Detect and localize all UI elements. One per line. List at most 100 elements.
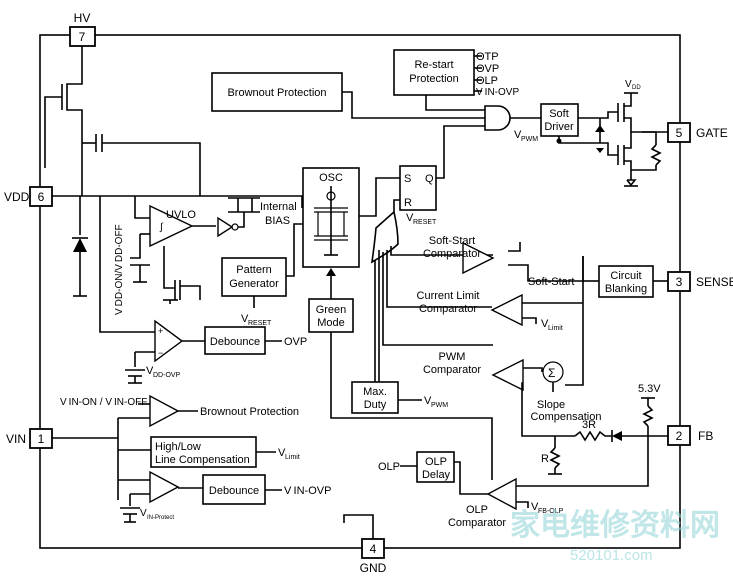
svg-text:PWM: PWM — [521, 136, 538, 143]
softstart-comparator: Soft-Start Comparator Soft-Start — [423, 235, 583, 288]
svg-text:DD-OVP: DD-OVP — [153, 372, 181, 379]
svg-text:RESET: RESET — [413, 219, 437, 226]
pin-gate-label: GATE — [696, 126, 728, 140]
svg-text:V IN-OVP: V IN-OVP — [476, 87, 519, 98]
svg-text:PWM: PWM — [439, 351, 466, 363]
svg-text:Comparator: Comparator — [423, 248, 481, 260]
svg-text:Protection: Protection — [409, 73, 459, 85]
high-low-line-compensation-block: High/Low Line Compensation V Limit — [150, 436, 300, 468]
svg-text:Q: Q — [425, 173, 434, 185]
pattern-generator-block: Pattern Generator V RESET — [221, 223, 303, 327]
svg-text:7: 7 — [79, 30, 86, 44]
svg-text:Circuit: Circuit — [610, 270, 641, 282]
pin-gnd-label: GND — [360, 561, 387, 575]
svg-text:5: 5 — [676, 126, 683, 140]
pin-sense: 3 SENSE — [667, 271, 733, 292]
svg-text:OTP: OTP — [476, 51, 499, 63]
svg-text:Debounce: Debounce — [210, 336, 260, 348]
svg-text:R: R — [404, 197, 412, 209]
svg-text:Blanking: Blanking — [605, 283, 647, 295]
svg-text:V: V — [541, 318, 549, 330]
svg-text:OLP: OLP — [425, 456, 447, 468]
svg-text:Comparator: Comparator — [448, 517, 506, 529]
vin-ovp-comparator: V IN-Protect — [120, 470, 203, 523]
green-mode-block: Green Mode — [308, 268, 493, 480]
olp-delay-block: OLP Delay OLP — [378, 451, 455, 483]
svg-text:FB-OLP: FB-OLP — [538, 508, 564, 515]
svg-text:Compensation: Compensation — [531, 411, 602, 423]
svg-text:Green: Green — [316, 304, 347, 316]
svg-text:Mode: Mode — [317, 317, 345, 329]
slope-compensation-label: Slope Compensation — [531, 399, 602, 423]
hv-startup — [44, 46, 290, 333]
pin-fb: 2 FB — [667, 425, 713, 446]
svg-text:Duty: Duty — [364, 399, 387, 411]
svg-text:OSC: OSC — [319, 172, 343, 184]
svg-text:V: V — [514, 129, 522, 141]
svg-text:Brownout Protection: Brownout Protection — [227, 87, 326, 99]
svg-text:Limit: Limit — [285, 454, 300, 461]
sr-flipflop: S Q R V RESET — [399, 125, 485, 226]
svg-text:Soft: Soft — [549, 108, 569, 120]
svg-text:High/Low: High/Low — [155, 441, 201, 453]
vdd-ovp-comparator: + − V DD-OVP — [125, 319, 205, 384]
debounce-vin-block: Debounce V IN-OVP — [202, 474, 331, 505]
svg-text:∫: ∫ — [159, 222, 164, 233]
svg-text:Σ: Σ — [548, 366, 555, 380]
pin-vin-label: VIN — [6, 432, 26, 446]
svg-text:V: V — [531, 501, 539, 513]
svg-text:6: 6 — [38, 190, 45, 204]
brownout-comparator: V IN-ON / V IN-OFF Brownout Protection — [60, 394, 299, 428]
max-duty-block: Max. Duty V PWM — [351, 381, 448, 414]
and-gate: V PWM — [484, 105, 541, 143]
svg-text:V IN-OVP: V IN-OVP — [284, 485, 331, 497]
pin-gnd: 4 GND — [360, 538, 387, 575]
svg-text:V: V — [140, 508, 147, 519]
or-gate — [370, 199, 493, 385]
watermark: 家电维修资料网 520101.com — [510, 509, 720, 564]
svg-text:IN-Protect: IN-Protect — [147, 515, 174, 521]
svg-text:R: R — [541, 453, 549, 465]
pin-fb-label: FB — [698, 429, 713, 443]
restart-protection-block: Re-start Protection OTP OVP OLP V IN-OVP — [393, 49, 519, 111]
pwm-comparator: PWM Comparator Σ — [423, 351, 575, 437]
svg-text:V IN-ON / V IN-OFF: V IN-ON / V IN-OFF — [60, 397, 147, 408]
brownout-protection-top: Brownout Protection — [211, 72, 485, 119]
svg-text:PWM: PWM — [431, 402, 448, 409]
svg-text:BIAS: BIAS — [265, 215, 290, 227]
svg-text:Soft-Start: Soft-Start — [528, 276, 574, 288]
svg-text:520101.com: 520101.com — [570, 547, 653, 564]
svg-text:Debounce: Debounce — [209, 485, 259, 497]
svg-text:Slope: Slope — [537, 399, 565, 411]
svg-text:Max.: Max. — [363, 386, 387, 398]
pin-vdd-label: VDD — [4, 190, 30, 204]
svg-text:OLP: OLP — [466, 504, 488, 516]
svg-text:Re-start: Re-start — [414, 59, 453, 71]
svg-text:5.3V: 5.3V — [638, 383, 661, 395]
svg-text:3: 3 — [676, 275, 683, 289]
svg-text:Line Compensation: Line Compensation — [155, 454, 250, 466]
svg-text:Generator: Generator — [229, 278, 279, 290]
svg-text:RESET: RESET — [248, 320, 272, 327]
svg-text:UVLO: UVLO — [166, 209, 196, 221]
svg-text:V: V — [241, 313, 249, 325]
svg-text:1: 1 — [38, 432, 45, 446]
fb-network: 3R 5.3V R — [541, 383, 668, 475]
pin-hv-label: HV — [74, 11, 91, 25]
internal-bias: Internal BIAS — [260, 195, 303, 227]
svg-text:Limit: Limit — [548, 325, 563, 332]
svg-text:OVP: OVP — [476, 63, 499, 75]
svg-text:Brownout Protection: Brownout Protection — [200, 406, 299, 418]
svg-text:Comparator: Comparator — [419, 303, 477, 315]
vin-bus — [52, 417, 151, 500]
svg-text:−: − — [158, 348, 163, 358]
vdd-on-off-label: V DD-ON/V DD-OFF — [114, 224, 125, 315]
current-limit-comparator: Current Limit Comparator V Limit — [417, 290, 583, 332]
svg-text:3R: 3R — [582, 419, 596, 431]
uvlo-comparator: ∫ UVLO V DD-ON/V DD-OFF — [114, 196, 260, 315]
debounce-ovp-block: Debounce OVP — [204, 326, 307, 355]
svg-text:V: V — [146, 365, 154, 377]
svg-text:Pattern: Pattern — [236, 264, 271, 276]
svg-text:+: + — [158, 326, 163, 336]
